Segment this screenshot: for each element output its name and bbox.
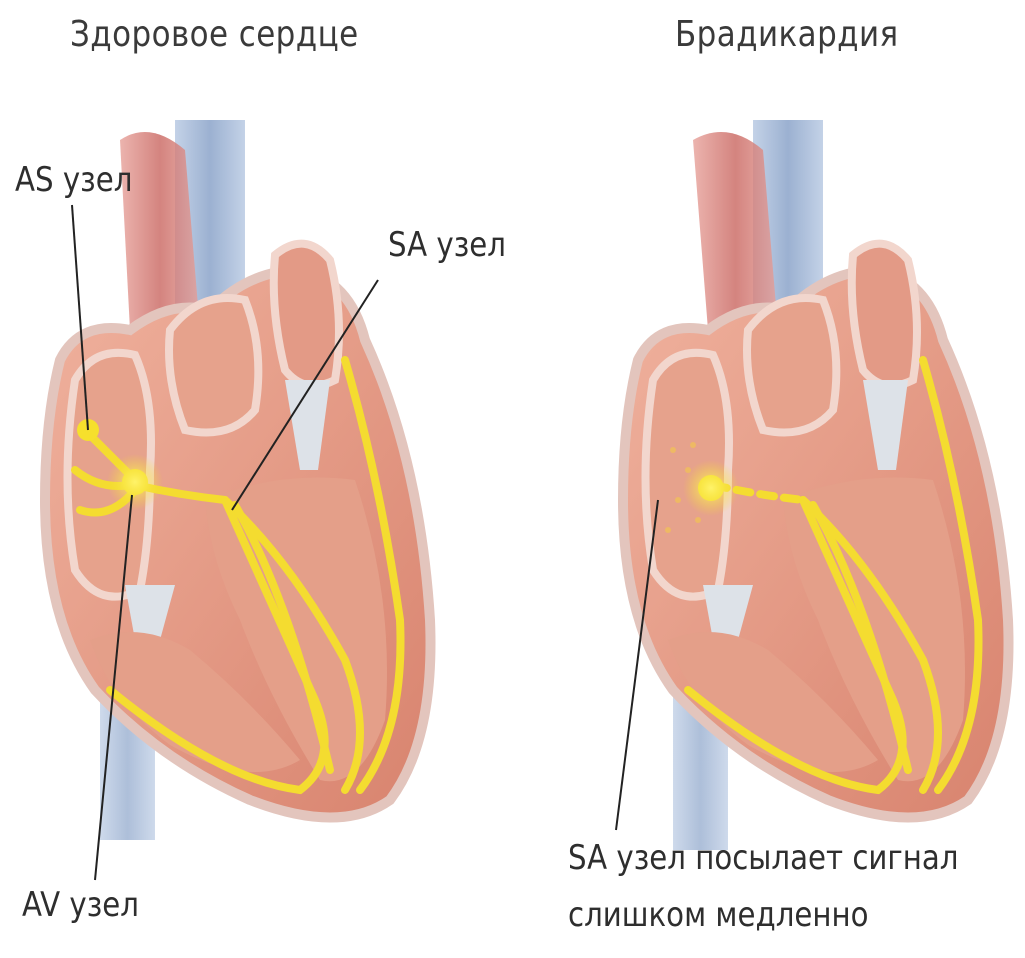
bradycardia-heart: [616, 120, 1009, 850]
sa-node-label: SA узел: [388, 225, 506, 265]
av-node-glow: [107, 454, 163, 510]
healthy-heart: [45, 120, 431, 880]
sa-signal-label-line1: SA узел посылает сигнал: [568, 838, 958, 878]
left-atrium: [747, 298, 836, 433]
bradycardia-title: Брадикардия: [675, 14, 899, 55]
pulmonary-trunk: [852, 244, 917, 386]
sa-signal-label-line2: слишком медленно: [568, 895, 869, 935]
left-atrium: [169, 298, 258, 433]
sa-node-glow: [683, 460, 739, 516]
as-node-label: AS узел: [15, 160, 132, 200]
av-node-label: AV узел: [22, 885, 139, 925]
healthy-heart-title: Здоровое сердце: [70, 14, 359, 55]
pulmonary-trunk: [274, 244, 339, 386]
